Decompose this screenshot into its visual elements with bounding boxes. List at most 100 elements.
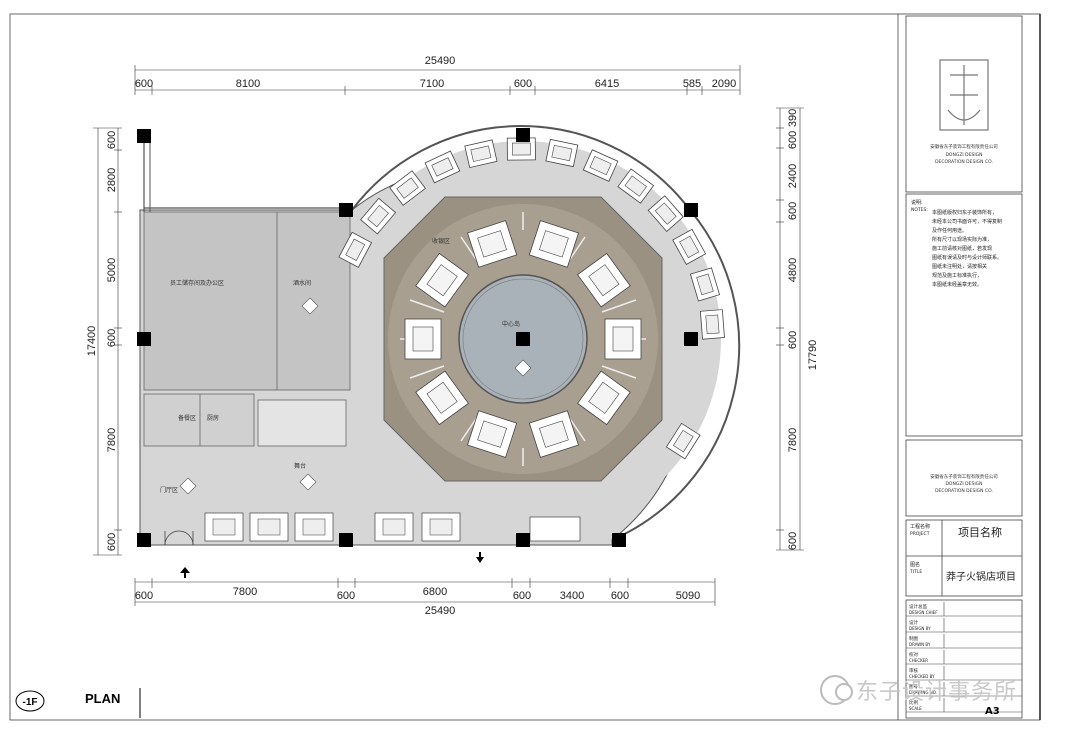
top-overall-dim: 25490 — [425, 55, 456, 67]
entrance-door — [164, 530, 194, 546]
tb-row-cn: 设计总监 — [909, 603, 927, 610]
booth-seats — [338, 137, 725, 460]
top-dim-4: 600 — [514, 78, 532, 90]
dining-table — [528, 410, 579, 458]
booth-seat — [424, 150, 461, 184]
booth-seat — [506, 137, 536, 161]
notes-line: 及作任何用途。 — [932, 227, 967, 234]
dining-table — [467, 410, 518, 458]
center-label: 中心岛 — [502, 320, 520, 328]
tb-row-en: DRAWING NO. — [909, 690, 937, 695]
booth-seat — [699, 309, 725, 340]
company-name-en3: DONGZI DESIGN — [945, 481, 982, 487]
storage-label: 酒水间 — [293, 279, 311, 287]
top-dim-5: 6415 — [595, 78, 619, 90]
wechat-icon — [820, 675, 853, 705]
notes-title-en: NOTES: — [911, 207, 928, 213]
room-labels: 员工储存间及办公区 酒水间 备餐区 厨房 舞台 中心岛 门厅区 收银区 — [160, 237, 520, 494]
title-label: 图名 — [910, 561, 920, 568]
notes-line: 本图纸未经盖章无效。 — [932, 281, 982, 288]
entrance-arrow-icon — [180, 567, 190, 578]
tb-row-en: DESIGN BY — [909, 626, 931, 631]
plan-label: PLAN — [85, 691, 120, 706]
notes-lines: 本图纸版权归东子装饰所有，未经本公司书面许可，不得复制及作任何用途。所有尺寸以现… — [932, 209, 1002, 288]
platform-tables — [404, 220, 642, 458]
booth-seat — [464, 139, 498, 169]
notes-title: 说明: — [911, 199, 923, 206]
notes-line: 施工前请核对图纸，若发现 — [932, 245, 992, 252]
tb-row-en: CHECKER — [909, 658, 928, 663]
tb-row-cn: 比例 — [909, 699, 918, 706]
tb-row-en: DESIGN CHIEF — [909, 610, 938, 615]
dining-table — [577, 370, 631, 426]
right-dimension-line: 390 600 2400 600 4800 600 7800 600 17790 — [776, 107, 819, 551]
tb-row-cn: 制图 — [909, 635, 918, 642]
booth-seat — [338, 231, 373, 268]
left-dimension-line: 17400 600 2800 5000 600 7800 600 — [86, 127, 122, 556]
right-dim-4: 600 — [787, 202, 799, 220]
right-dim-6: 600 — [787, 331, 799, 349]
top-dim-6: 585 — [683, 78, 701, 90]
left-dim-5: 7800 — [106, 428, 118, 452]
left-dim-1: 600 — [106, 131, 118, 149]
bottom-dim-8: 5090 — [676, 590, 700, 602]
svg-text:-1F: -1F — [23, 697, 38, 708]
company-name-en1: DONGZI DESIGN — [945, 152, 982, 158]
left-overall-dim: 17400 — [86, 326, 98, 357]
dining-table — [604, 318, 642, 360]
notes-line: 所有尺寸以现场实际为准， — [932, 236, 992, 243]
company-name-cn: 安徽省东子装饰工程有限责任公司 — [930, 143, 998, 150]
left-dim-2: 2800 — [106, 168, 118, 192]
title-label-en: TITLE — [909, 569, 922, 575]
kitchen-label: 厨房 — [207, 414, 219, 422]
company-logo — [939, 59, 989, 131]
notes-line: 图纸未注明处，请按相关 — [932, 263, 987, 270]
prep-label: 备餐区 — [178, 414, 196, 422]
left-dim-6: 600 — [106, 533, 118, 551]
booth-seat — [672, 228, 707, 266]
left-dim-3: 5000 — [106, 258, 118, 282]
tb-row-en: CHECKED BY — [909, 674, 935, 679]
office-label: 员工储存间及办公区 — [170, 279, 224, 287]
bottom-dim-1: 600 — [135, 590, 153, 602]
right-overall-dim: 17790 — [807, 340, 819, 371]
notes-line: 未经本公司书面许可，不得复制 — [932, 218, 1002, 225]
dining-table — [415, 252, 469, 308]
stage-label: 舞台 — [294, 462, 306, 470]
right-dim-7: 7800 — [787, 428, 799, 452]
company-name-en4: DECORATION DESIGN CO. — [935, 488, 993, 494]
booth-seat — [545, 138, 579, 168]
right-dim-5: 4800 — [787, 258, 799, 282]
dining-table — [528, 220, 579, 268]
floor-tag: -1F — [15, 690, 45, 712]
project-label: 工程名称 — [910, 523, 930, 530]
notes-line: 规范及施工标准执行， — [932, 272, 982, 279]
storage-room — [143, 393, 255, 447]
bottom-overall-dim: 25490 — [425, 605, 456, 617]
title-block — [905, 15, 1023, 719]
bottom-dim-4: 6800 — [423, 586, 447, 598]
tb-row-cn: 审核 — [909, 667, 918, 674]
drawing-title: 莽子火锅店项目 — [946, 570, 1016, 583]
structural-columns — [137, 128, 698, 547]
booth-seat — [389, 170, 426, 206]
exit-arrow-icon — [476, 552, 484, 563]
top-dimension-line: 25490 600 8100 7100 600 6415 585 2090 — [134, 55, 741, 95]
bottom-dim-3: 600 — [337, 590, 355, 602]
watermark: 东子设计事务所 — [820, 672, 1060, 708]
watermark-text: 东子设计事务所 — [856, 680, 1018, 705]
bottom-dim-2: 7800 — [233, 586, 257, 598]
top-dim-1: 600 — [135, 78, 153, 90]
dining-table — [404, 318, 442, 360]
tb-row-cn: 设计 — [909, 619, 918, 626]
bottom-dim-5: 600 — [513, 590, 531, 602]
company-name-cn-2: 安徽省东子装饰工程有限责任公司 — [930, 473, 998, 480]
bottom-dim-6: 3400 — [560, 590, 584, 602]
top-dim-7: 2090 — [712, 78, 736, 90]
right-dim-3: 2400 — [787, 164, 799, 188]
kitchen-room — [257, 399, 347, 447]
office-room — [143, 211, 351, 391]
